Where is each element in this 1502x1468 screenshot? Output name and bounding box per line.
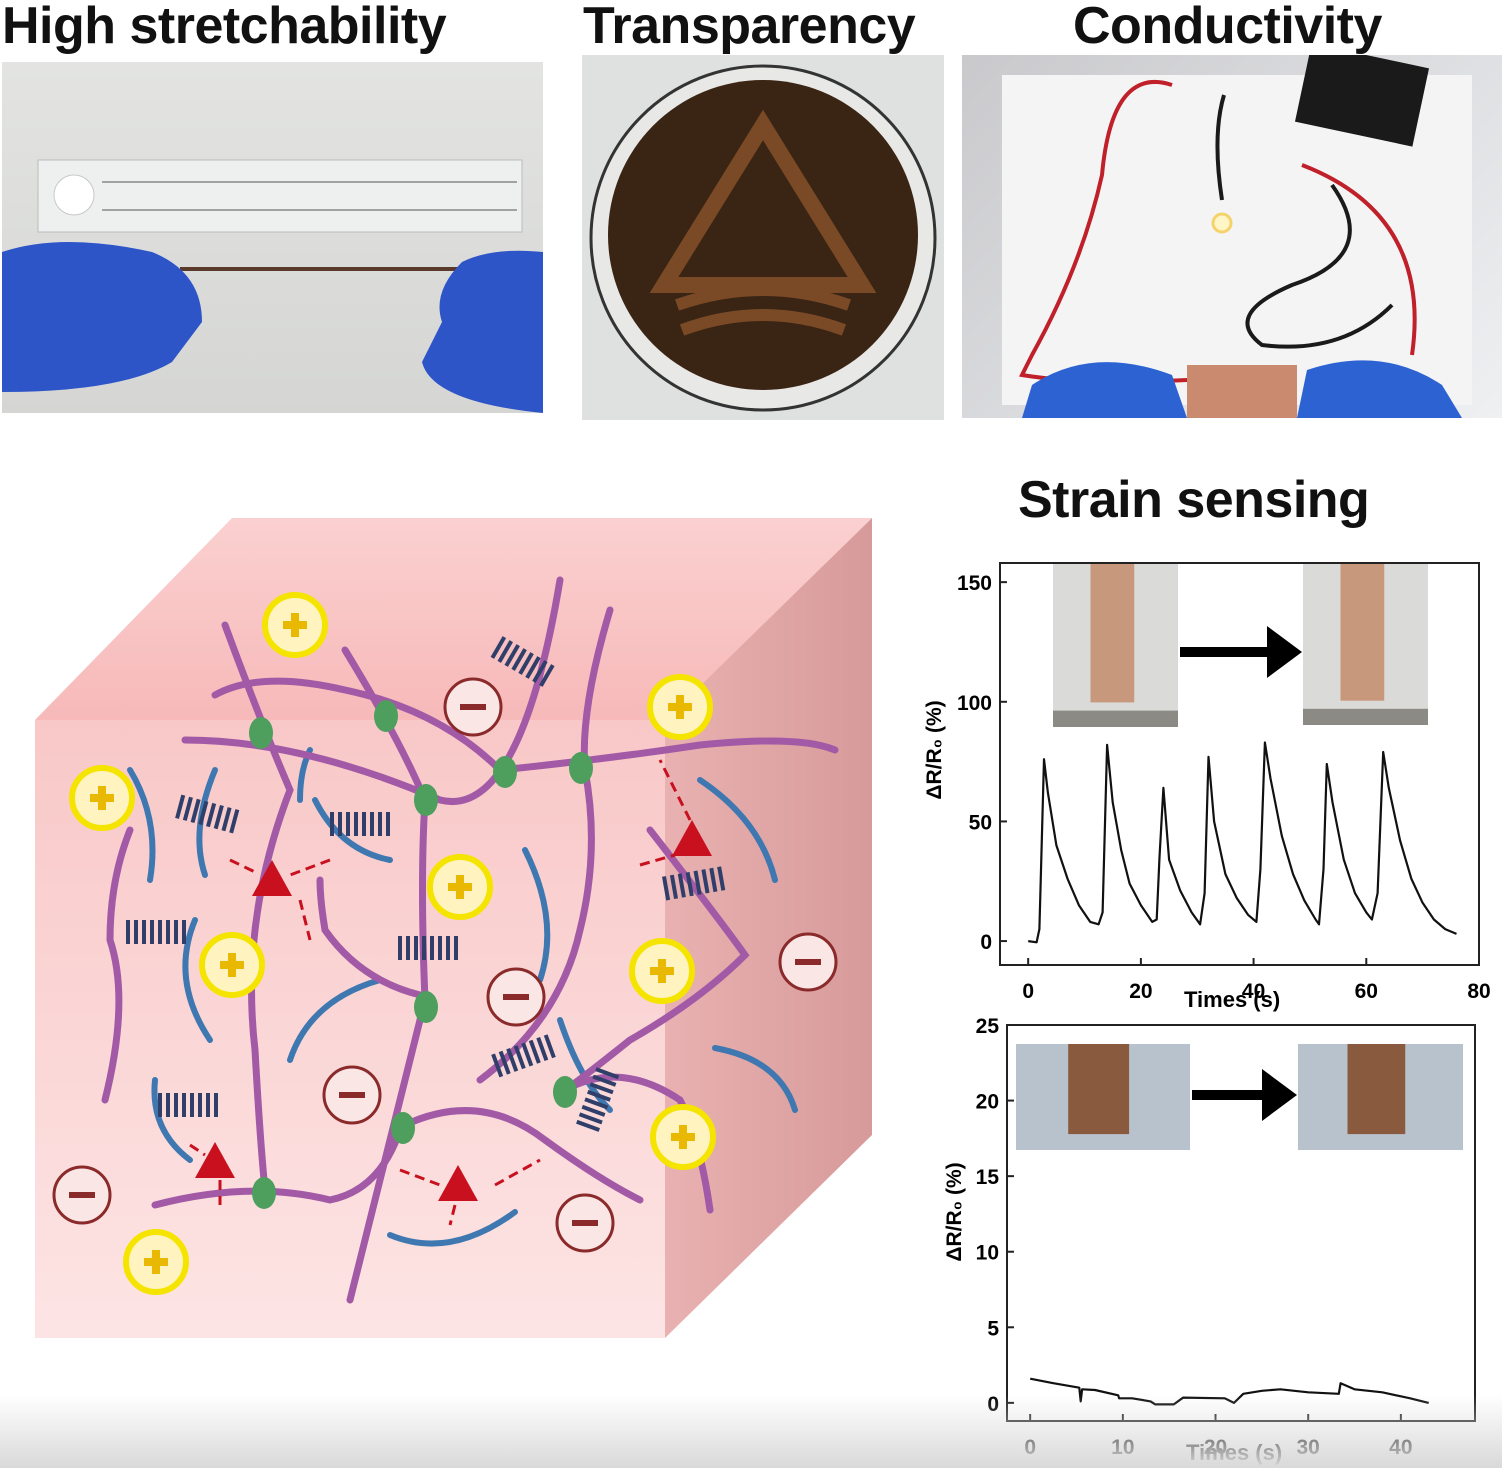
- chart1-inset-limb-1: [1090, 563, 1135, 703]
- transparency-photo: [582, 55, 944, 420]
- chart1-inset-floor-1: [1053, 710, 1178, 727]
- chart1-x-tick-label: 80: [1467, 980, 1490, 1003]
- cube-side-face: [665, 518, 872, 1338]
- blue-polymer-chains: [127, 747, 798, 1247]
- chart2-y-axis-label: ΔR/R₀ (%): [943, 1162, 966, 1262]
- chart1-arrow-head-icon: [1267, 626, 1302, 678]
- chart1-x-tick-label: 0: [1022, 980, 1034, 1003]
- chart1-x-tick-label: 60: [1355, 980, 1378, 1003]
- chart1-y-tick-label: 0: [980, 931, 992, 954]
- heading-stretchability: High stretchability: [2, 0, 447, 55]
- ruler: [37, 159, 523, 233]
- hydrogel-network-diagram: [35, 518, 872, 1338]
- chart1-inset-limb-2: [1340, 563, 1385, 701]
- battery-box: [1294, 55, 1430, 147]
- conductivity-photo: [962, 55, 1502, 418]
- ruler-and-film-illustration: [2, 159, 543, 413]
- transparent-film-illustration: [589, 64, 937, 412]
- purple-polymer-chains: [101, 576, 839, 1304]
- ionic-interaction-markers: [189, 759, 712, 1226]
- heading-conductivity: Conductivity: [1073, 0, 1382, 55]
- stretchability-photo: [2, 62, 543, 413]
- chart1-x-tick-label: 40: [1242, 980, 1265, 1003]
- right-glove: [422, 250, 543, 413]
- chart1-plot-frame: [999, 562, 1480, 966]
- chart1-y-tick-label: 150: [957, 572, 992, 595]
- crosslink-points: [249, 700, 593, 1209]
- conductive-hydrogel: [1187, 365, 1297, 418]
- film-disc: [608, 80, 918, 390]
- led-bulb: [1211, 212, 1233, 234]
- left-glove: [2, 242, 202, 392]
- heading-transparency: Transparency: [583, 0, 916, 55]
- chart2-x-axis-label: Times (s): [1186, 1440, 1283, 1465]
- circuit-illustration: [1002, 55, 1472, 418]
- chart1-inset-floor-2: [1303, 708, 1428, 725]
- chart1-y-tick-label: 100: [957, 692, 992, 715]
- chart1-x-axis-label: Times (s): [1184, 987, 1281, 1012]
- chart1-x-tick-label: 20: [1129, 980, 1152, 1003]
- heading-strain-sensing: Strain sensing: [1018, 471, 1370, 529]
- chart1-y-tick-label: 50: [969, 811, 992, 834]
- chart1-series-line-knee: [1028, 741, 1457, 944]
